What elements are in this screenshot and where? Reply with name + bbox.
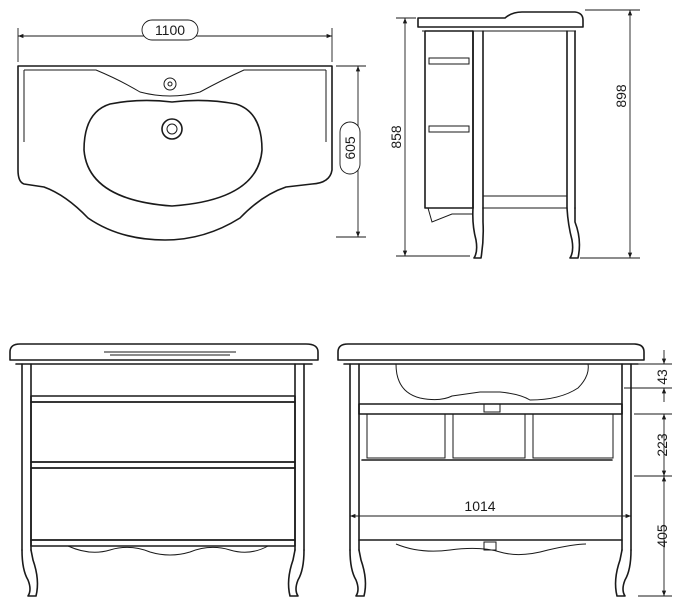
dim-top-gap: 43 (624, 350, 672, 402)
cabinet-front-view (9, 343, 319, 597)
front-leg-right (287, 549, 305, 597)
dim-body-height-label: 858 (388, 125, 404, 149)
drain-inner (166, 123, 178, 135)
side-leg-front (472, 207, 485, 259)
basin-rim-inner (24, 69, 326, 97)
dim-leg-height: 405 (638, 476, 672, 597)
dim-basin-width-label: 1100 (155, 22, 185, 38)
rear-basin-top (337, 343, 645, 361)
faucet-hole-center (167, 81, 173, 87)
dim-drawer-height: 223 (634, 413, 672, 477)
rear-leg-left (349, 549, 367, 597)
cabinet-rear-view (337, 343, 645, 597)
dim-label-pill (141, 19, 199, 41)
front-basin-top (9, 343, 319, 361)
side-top (417, 11, 584, 28)
rear-leg-right (614, 549, 632, 597)
dim-body-height: 858 (388, 17, 470, 257)
dim-top-gap-label: 43 (654, 369, 670, 385)
drain (161, 118, 183, 140)
dim-inner-width: 1014 (350, 498, 631, 519)
dim-total-height-label: 898 (613, 84, 629, 108)
rear-drawer-cell-2 (452, 413, 526, 459)
front-drawer-2 (30, 467, 296, 541)
side-leg-back (566, 207, 581, 259)
front-drawer-top-rail (30, 395, 296, 403)
front-drawer-1 (30, 401, 296, 463)
rear-drawer-cell-3 (532, 413, 614, 459)
basin-top-view (17, 65, 333, 241)
dim-drawer-height-label: 223 (654, 433, 670, 457)
dim-total-height: 898 (580, 9, 640, 259)
rear-basin-bowl (395, 363, 589, 401)
basin-outline (17, 65, 333, 241)
dim-basin-width: 1100 (17, 19, 333, 62)
faucet-hole (163, 77, 177, 91)
rear-drawer-cell-1 (366, 413, 446, 459)
dim-basin-depth: 605 (336, 65, 366, 238)
dim-inner-width-label: 1014 (464, 498, 495, 514)
basin-bowl (83, 99, 263, 207)
cabinet-side-view (417, 11, 584, 259)
dim-leg-height-label: 405 (654, 524, 670, 548)
front-leg-left (21, 549, 39, 597)
dim-basin-depth-label: 605 (342, 136, 358, 160)
